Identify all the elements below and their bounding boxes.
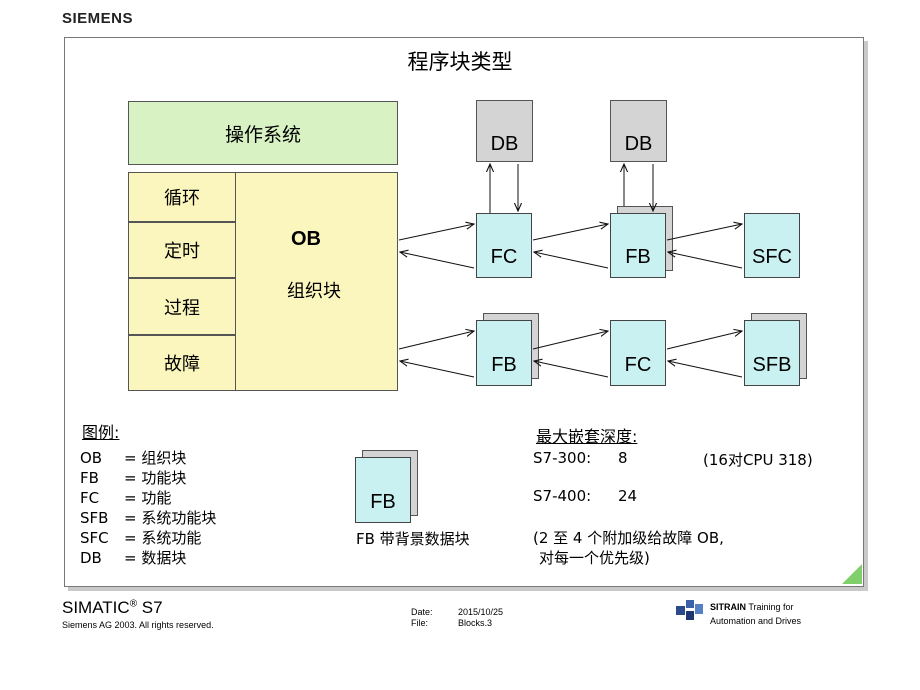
siemens-logo: SIEMENS [62,10,134,27]
block-label: SFC [752,246,792,268]
event-cycle: 循环 [128,172,236,222]
legend-heading: 图例: [82,423,120,442]
sitrain-logo-icon [676,600,703,620]
os-label: 操作系统 [224,123,301,146]
legend-item: OB = 组织块 [80,448,216,468]
nesting-heading: 最大嵌套深度: [536,427,638,446]
registered-mark: ® [129,598,138,610]
corner-triangle [842,564,862,584]
sitrain-tagline-1: Training for [746,602,794,612]
db-label: DB [490,132,519,155]
legend-abbr: SFB [80,509,109,527]
file-value: Blocks.3 [458,618,493,628]
ob-subtitle: 组织块 [287,281,341,302]
db-box-2: DB [610,100,667,162]
legend-desc: = 组织块 [124,449,187,467]
s7-300-label: S7-300: [533,449,592,467]
s7-300-note: (16对CPU 318) [703,451,813,469]
legend-desc: = 系统功能 [124,529,202,547]
nesting-note-2: 对每一个优先级) [539,549,650,567]
legend-item: DB = 数据块 [80,548,216,568]
s7-300-value: 8 [618,449,628,467]
db-label: DB [624,132,653,155]
db-box-1: DB [476,100,533,162]
block-label: FC [490,246,518,268]
legend-desc: = 功能 [124,489,172,507]
date-label: Date: [411,607,433,617]
block-label: FC [624,353,652,376]
legend-abbr: DB [80,549,102,567]
event-label: 故障 [164,354,200,375]
sitrain-text: SITRAIN Training for [710,602,794,612]
fb-box-2: FB [476,320,532,386]
sfc-box: SFC [744,213,800,278]
event-fault: 故障 [128,335,236,391]
sitrain-tagline-2: Automation and Drives [710,616,802,626]
legend-abbr: FC [80,489,100,507]
block-label: FB [491,353,517,376]
legend-desc: = 数据块 [124,549,187,567]
fb-example-caption: FB 带背景数据块 [356,530,470,548]
product-text: SIMATIC [62,598,130,617]
block-label: FB [370,490,396,513]
nesting-note-1: (2 至 4 个附加级给故障 OB, [533,529,724,547]
product-model: S7 [137,598,163,617]
os-box: 操作系统 [128,101,398,165]
product-name: SIMATIC® S7 [62,598,163,618]
legend-abbr: FB [80,469,99,487]
fb-example-box: FB [355,457,411,523]
s7-400-label: S7-400: [533,487,592,505]
sitrain-brand: SITRAIN [710,602,746,612]
legend-item: SFB = 系统功能块 [80,508,216,528]
date-value: 2015/10/25 [458,607,504,617]
legend-abbr: SFC [80,529,109,547]
legend-item: FC = 功能 [80,488,216,508]
event-timer: 定时 [128,222,236,278]
event-process: 过程 [128,278,236,335]
event-label: 定时 [164,241,200,262]
sfb-box: SFB [744,320,800,386]
legend-abbr: OB [80,449,103,467]
s7-400-value: 24 [618,487,638,505]
block-label: SFB [752,353,792,376]
legend-list: OB = 组织块 FB = 功能块 FC = 功能 SFB = 系统功能块 SFC = 系… [80,448,216,568]
file-label: File: [411,618,429,628]
legend-item: SFC = 系统功能 [80,528,216,548]
fc-box-1: FC [476,213,532,278]
fb-box-1: FB [610,213,666,278]
fc-box-2: FC [610,320,666,386]
copyright: Siemens AG 2003. All rights reserved. [62,620,214,630]
event-label: 过程 [164,297,200,319]
legend-desc: = 系统功能块 [124,509,217,527]
legend-item: FB = 功能块 [80,468,216,488]
block-label: FB [625,246,651,268]
legend-desc: = 功能块 [124,469,187,487]
event-label: 循环 [164,188,200,209]
diagram-title: 程序块类型 [407,50,513,74]
ob-label: OB [291,228,321,250]
